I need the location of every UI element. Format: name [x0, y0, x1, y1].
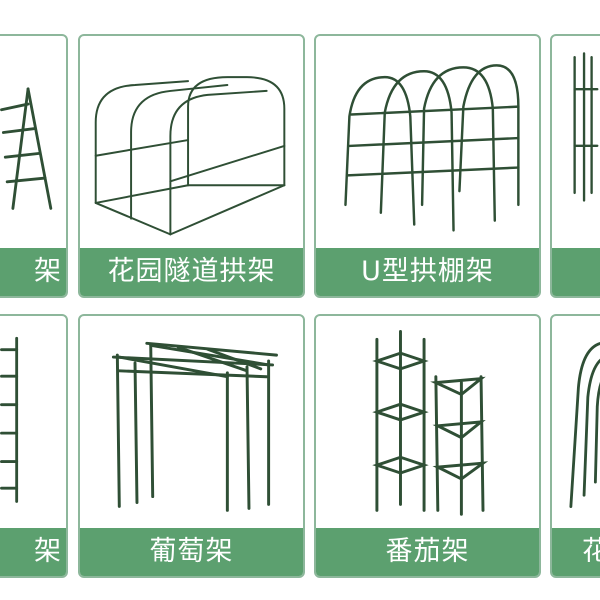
a-frame-trellis-icon	[0, 36, 66, 248]
product-card-upright[interactable]	[550, 34, 600, 298]
ladder-trellis-drawing	[0, 336, 19, 503]
product-label: 花	[552, 528, 600, 576]
garden-tunnel-drawing	[94, 76, 286, 236]
hoop-stake-drawing	[569, 342, 600, 508]
product-label: 葡萄架	[80, 528, 303, 576]
product-label	[552, 248, 600, 296]
product-card-a-frame[interactable]: 架	[0, 34, 68, 298]
upright-trellis-icon	[552, 36, 600, 248]
ladder-trellis-icon	[0, 316, 66, 518]
product-label: U型拱棚架	[316, 248, 539, 296]
tomato-cage-drawing	[372, 330, 489, 516]
product-label: 花园隧道拱架	[80, 248, 303, 296]
product-label: 番茄架	[316, 528, 539, 576]
grape-pergola-icon	[80, 316, 303, 518]
product-label: 架	[0, 528, 66, 576]
product-card-grape[interactable]: 葡萄架	[78, 314, 305, 578]
product-card-garden-tunnel[interactable]: 花园隧道拱架	[78, 34, 305, 298]
a-frame-trellis-drawing	[0, 87, 53, 210]
product-card-u-arch[interactable]: U型拱棚架	[314, 34, 541, 298]
tomato-cage-icon	[316, 316, 539, 518]
garden-tunnel-arch-icon	[80, 36, 303, 248]
hoop-stake-icon	[552, 316, 600, 518]
product-card-tomato[interactable]: 番茄架	[314, 314, 541, 578]
upright-trellis-drawing	[573, 52, 599, 202]
grape-pergola-drawing	[111, 341, 278, 512]
u-arch-drawing	[344, 64, 520, 232]
product-card-hoop-stake[interactable]: 花	[550, 314, 600, 578]
product-card-ladder[interactable]: 架	[0, 314, 68, 578]
u-shaped-arch-frame-icon	[316, 36, 539, 248]
product-label: 架	[0, 248, 66, 296]
